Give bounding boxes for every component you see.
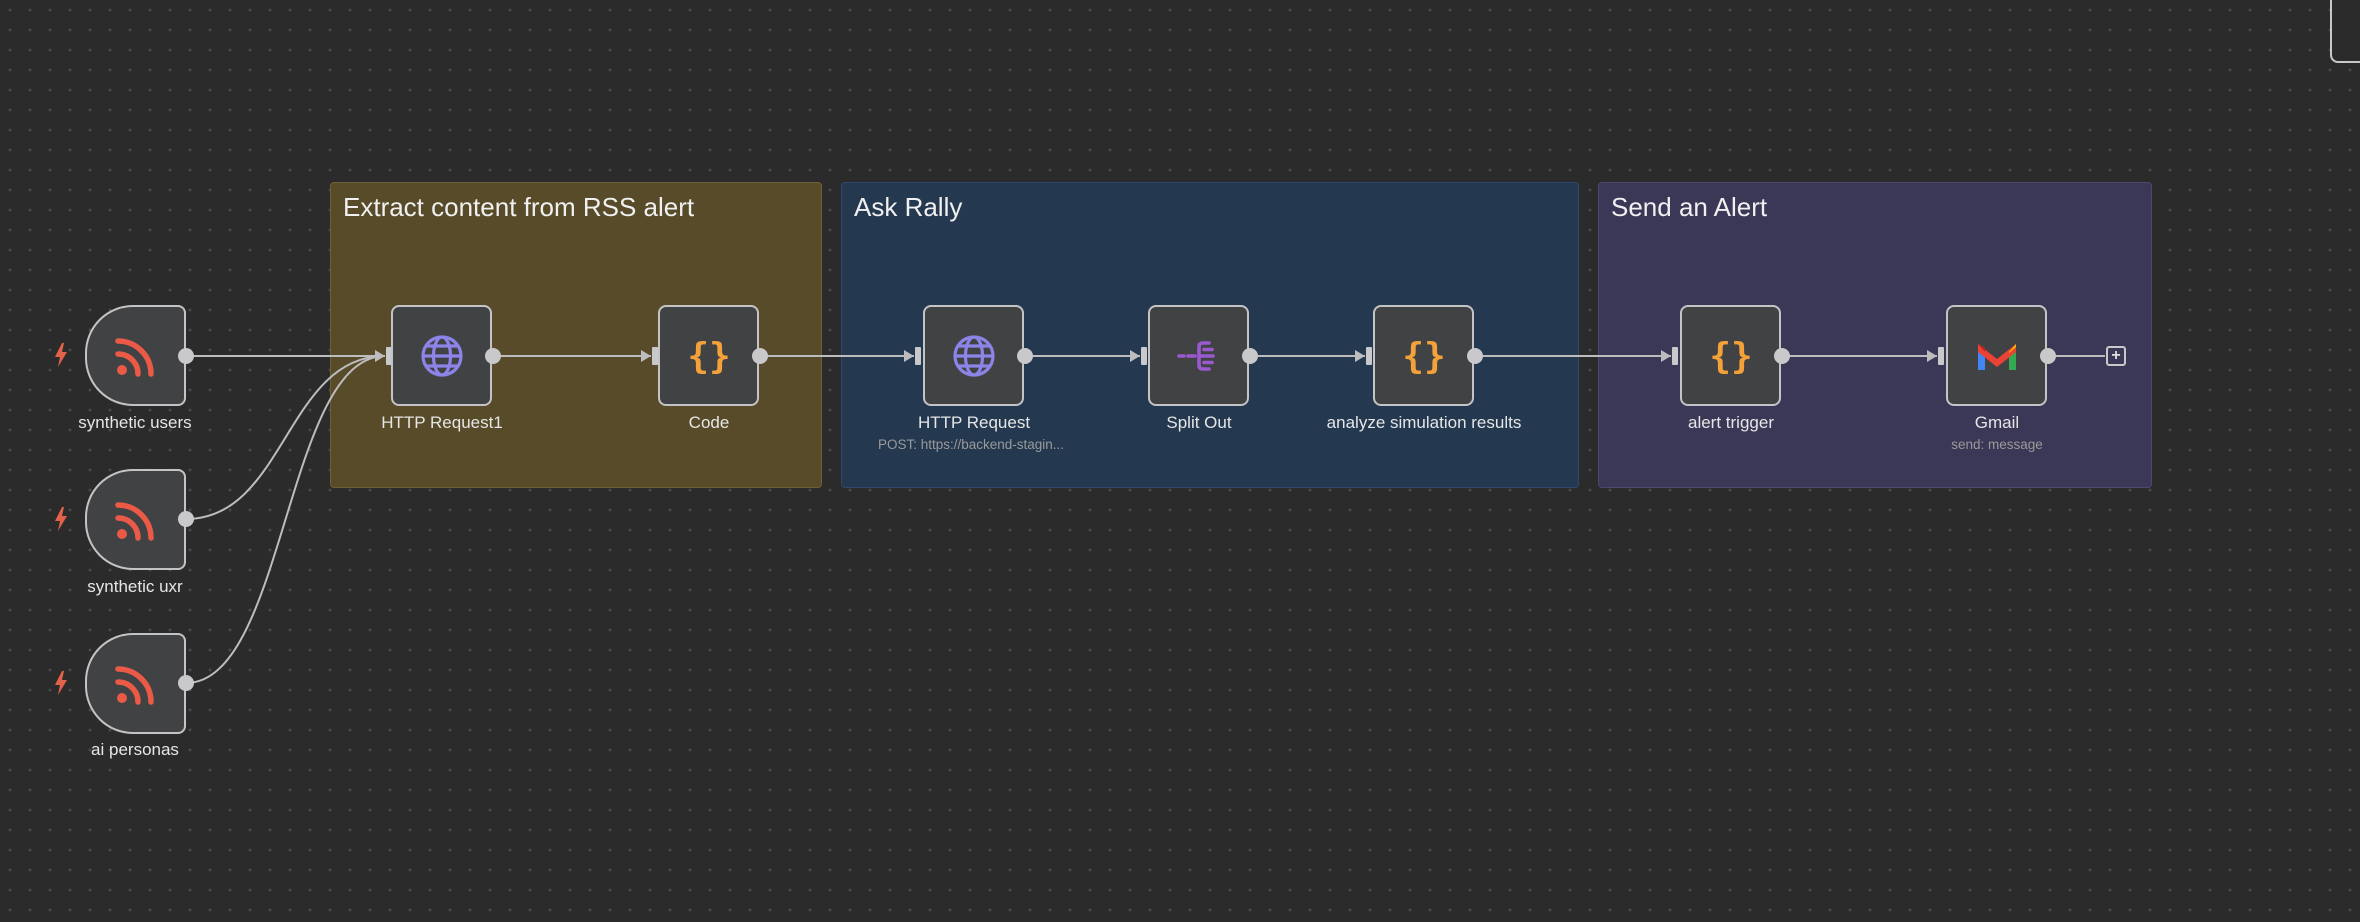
gmail-icon xyxy=(1973,332,2021,380)
input-handle[interactable] xyxy=(386,347,392,365)
input-handle[interactable] xyxy=(915,347,921,365)
node-label: HTTP Request1 xyxy=(381,413,503,432)
svg-text:{}: {} xyxy=(1402,336,1445,377)
node-label: Gmail xyxy=(1974,413,2020,432)
code-braces-icon: {} xyxy=(685,332,733,380)
output-handle[interactable] xyxy=(2040,348,2056,364)
output-handle[interactable] xyxy=(1467,348,1483,364)
rss-icon xyxy=(112,660,160,708)
node-http-request1[interactable] xyxy=(391,305,492,406)
node-label: synthetic users xyxy=(78,413,192,432)
node-label: HTTP Request xyxy=(917,413,1031,432)
node-http-request[interactable] xyxy=(923,305,1024,406)
node-synthetic-uxr[interactable] xyxy=(85,469,186,570)
node-label: analyze simulation results xyxy=(1326,413,1522,432)
lightning-bolt-icon xyxy=(55,343,67,367)
node-subtitle: POST: https://backend-stagin... xyxy=(877,437,1065,452)
node-code[interactable]: {} xyxy=(658,305,759,406)
node-synthetic-users[interactable] xyxy=(85,305,186,406)
node-label: synthetic uxr xyxy=(87,577,183,596)
sticky-note-title: Extract content from RSS alert xyxy=(343,192,695,222)
output-handle[interactable] xyxy=(178,675,194,691)
node-label: Code xyxy=(688,413,730,432)
svg-text:{}: {} xyxy=(687,336,730,377)
rss-icon xyxy=(112,332,160,380)
globe-icon xyxy=(418,332,466,380)
node-ai-personas[interactable] xyxy=(85,633,186,734)
sticky-note-title: Send an Alert xyxy=(1611,192,1768,222)
lightning-bolt-icon xyxy=(55,671,67,695)
code-braces-icon: {} xyxy=(1400,332,1448,380)
input-handle[interactable] xyxy=(1366,347,1372,365)
node-alert-trigger[interactable]: {} xyxy=(1680,305,1781,406)
input-handle[interactable] xyxy=(1141,347,1147,365)
rss-icon xyxy=(112,496,160,544)
svg-text:{}: {} xyxy=(1709,336,1752,377)
node-label: ai personas xyxy=(91,740,179,759)
output-handle[interactable] xyxy=(178,348,194,364)
output-handle[interactable] xyxy=(485,348,501,364)
output-handle[interactable] xyxy=(1242,348,1258,364)
node-label: Split Out xyxy=(1166,413,1232,432)
input-handle[interactable] xyxy=(1672,347,1678,365)
node-split-out[interactable] xyxy=(1148,305,1249,406)
input-handle[interactable] xyxy=(652,347,658,365)
node-analyze-simulation-results[interactable]: {} xyxy=(1373,305,1474,406)
sticky-note-title: Ask Rally xyxy=(854,192,963,222)
canvas-panel-corner[interactable] xyxy=(2330,0,2360,63)
output-handle[interactable] xyxy=(1774,348,1790,364)
lightning-bolt-icon xyxy=(55,507,67,531)
code-braces-icon: {} xyxy=(1707,332,1755,380)
input-handle[interactable] xyxy=(1938,347,1944,365)
split-out-icon xyxy=(1175,332,1223,380)
globe-icon xyxy=(950,332,998,380)
node-gmail[interactable] xyxy=(1946,305,2047,406)
add-node-button[interactable]: + xyxy=(2106,346,2126,366)
node-label: alert trigger xyxy=(1688,413,1774,432)
output-handle[interactable] xyxy=(1017,348,1033,364)
output-handle[interactable] xyxy=(752,348,768,364)
node-subtitle: send: message xyxy=(1951,437,2043,452)
output-handle[interactable] xyxy=(178,511,194,527)
